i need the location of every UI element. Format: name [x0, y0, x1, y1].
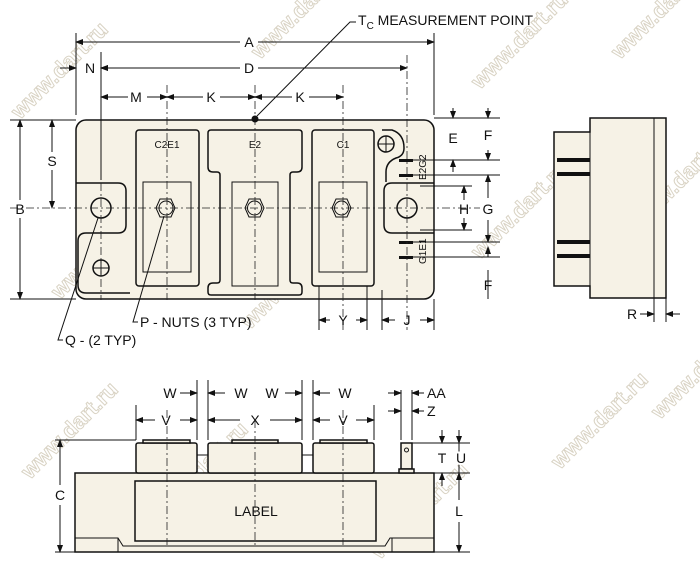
dim-f-top: F: [484, 127, 493, 143]
dim-u: U: [456, 450, 466, 466]
holes-leader: [57, 217, 99, 341]
dim-t: T: [438, 450, 447, 466]
watermark-text: www.dart.ru: [245, 0, 353, 64]
callout-nuts: P - NUTS (3 TYP): [140, 314, 252, 330]
dim-c: C: [55, 487, 65, 503]
front-view: LABEL W W W W V X V AA Z T U L C: [55, 380, 470, 553]
dim-v-2: V: [338, 412, 348, 428]
dim-z: Z: [427, 403, 436, 419]
gate-label-e2g2: E2G2: [418, 154, 429, 180]
dim-w-2: W: [234, 385, 248, 401]
nuts-leader: [132, 215, 165, 323]
tc-leader: [256, 21, 356, 117]
dim-s: S: [47, 153, 56, 169]
dim-k-right: K: [295, 89, 305, 105]
watermark-text: www.dart.ru: [645, 317, 700, 425]
dim-a: A: [244, 34, 254, 50]
dim-b: B: [15, 201, 24, 217]
dim-aa: AA: [427, 385, 446, 401]
watermark-text: www.dart.ru: [5, 17, 113, 125]
dim-m: M: [130, 89, 142, 105]
tc-measurement-label: TC MEASUREMENT POINT: [358, 12, 533, 32]
dim-w-1: W: [163, 385, 177, 401]
dim-v-1: V: [161, 412, 171, 428]
watermark-text: www.dart.ru: [15, 377, 123, 485]
gate-pins: [399, 159, 413, 259]
dim-w-4: W: [338, 385, 352, 401]
right-corner-contour: [382, 129, 405, 182]
dim-w-3: W: [265, 385, 279, 401]
gate-pin: [398, 442, 415, 474]
top-view: C2E1 E2 C1 E2G2 G1E1 TC MEASUREMENT POIN…: [10, 12, 533, 348]
dim-r: R: [627, 306, 637, 322]
dim-h: H: [459, 201, 469, 217]
dim-x: X: [250, 412, 260, 428]
dim-g: G: [483, 201, 494, 217]
dim-f-bottom: F: [484, 277, 493, 293]
dim-k-left: K: [206, 89, 216, 105]
dim-e: E: [448, 130, 457, 146]
watermark-text: www.dart.ru: [545, 367, 653, 475]
label-text: LABEL: [234, 503, 278, 519]
screw-icon: [377, 135, 395, 153]
left-mount-ear: [76, 182, 130, 294]
gate-label-g1e1: G1E1: [418, 238, 429, 264]
side-view: R: [553, 117, 680, 322]
label-area: [134, 480, 377, 542]
terminal-e2: [207, 129, 303, 296]
tc-measurement-point: [251, 115, 259, 123]
dim-n: N: [85, 60, 95, 76]
callout-holes: Q - (2 TYP): [65, 332, 136, 348]
dim-d: D: [244, 60, 254, 76]
watermark-text: www.dart.ru: [605, 0, 700, 64]
dim-y: Y: [338, 312, 348, 328]
dim-j: J: [404, 312, 411, 328]
dim-l: L: [455, 503, 463, 519]
